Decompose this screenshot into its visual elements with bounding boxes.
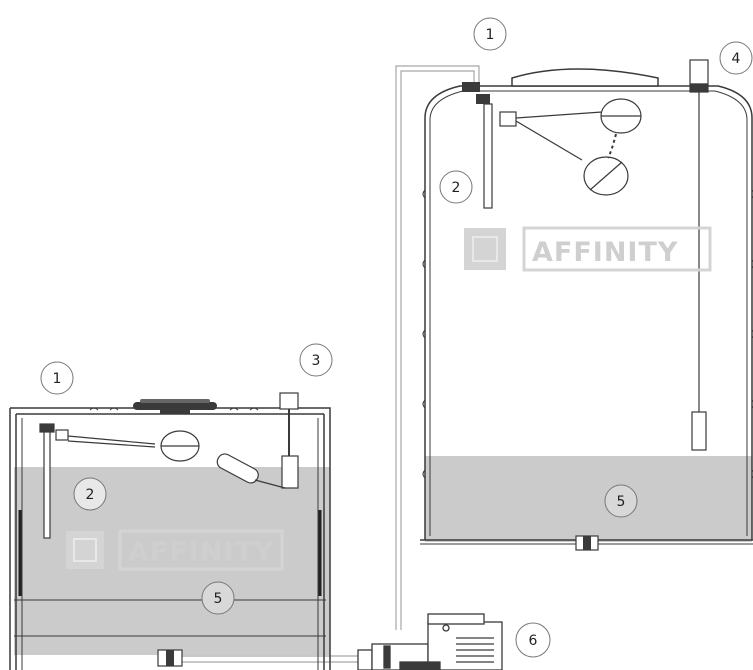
right-float-valve <box>499 98 642 196</box>
callout-right-4: 4 <box>719 41 753 75</box>
callout-right-2: 2 <box>439 170 473 204</box>
left-float-switch <box>216 392 299 489</box>
svg-text:5: 5 <box>617 494 626 510</box>
svg-text:1: 1 <box>53 371 62 387</box>
callout-left-1: 1 <box>40 361 74 395</box>
right-tank-water <box>425 456 752 542</box>
left-tank-outlet <box>157 649 183 667</box>
right-watermark-text: AFFINITY <box>532 237 678 268</box>
svg-text:2: 2 <box>452 180 461 196</box>
right-tank-watermark: AFFINITY <box>464 226 712 272</box>
right-tank-outlet <box>575 535 599 551</box>
left-tank-lid <box>133 399 217 414</box>
pump <box>357 613 503 670</box>
callout-left-2: 2 <box>73 477 107 511</box>
right-tank-lid <box>511 68 659 87</box>
svg-text:4: 4 <box>732 51 741 67</box>
svg-text:3: 3 <box>312 353 321 369</box>
right-tank-inlet <box>462 82 493 209</box>
callout-pump-6: 6 <box>515 622 551 658</box>
svg-text:6: 6 <box>529 633 538 649</box>
callout-left-5: 5 <box>201 581 235 615</box>
left-tank-watermark: AFFINITY <box>66 529 284 571</box>
left-float-valve <box>39 423 200 539</box>
svg-text:1: 1 <box>486 27 495 43</box>
left-watermark-text: AFFINITY <box>128 537 274 568</box>
svg-text:5: 5 <box>214 591 223 607</box>
callout-right-1: 1 <box>473 17 507 51</box>
supply-pipes <box>178 65 480 663</box>
right-tank: AFFINITY <box>420 59 753 551</box>
svg-text:2: 2 <box>86 487 95 503</box>
right-level-sensor <box>689 59 709 451</box>
callout-left-3: 3 <box>299 343 333 377</box>
left-tank: AFFINITY <box>9 392 331 670</box>
callout-right-5: 5 <box>604 484 638 518</box>
callouts: 1 2 3 5 1 2 4 5 <box>40 17 753 658</box>
